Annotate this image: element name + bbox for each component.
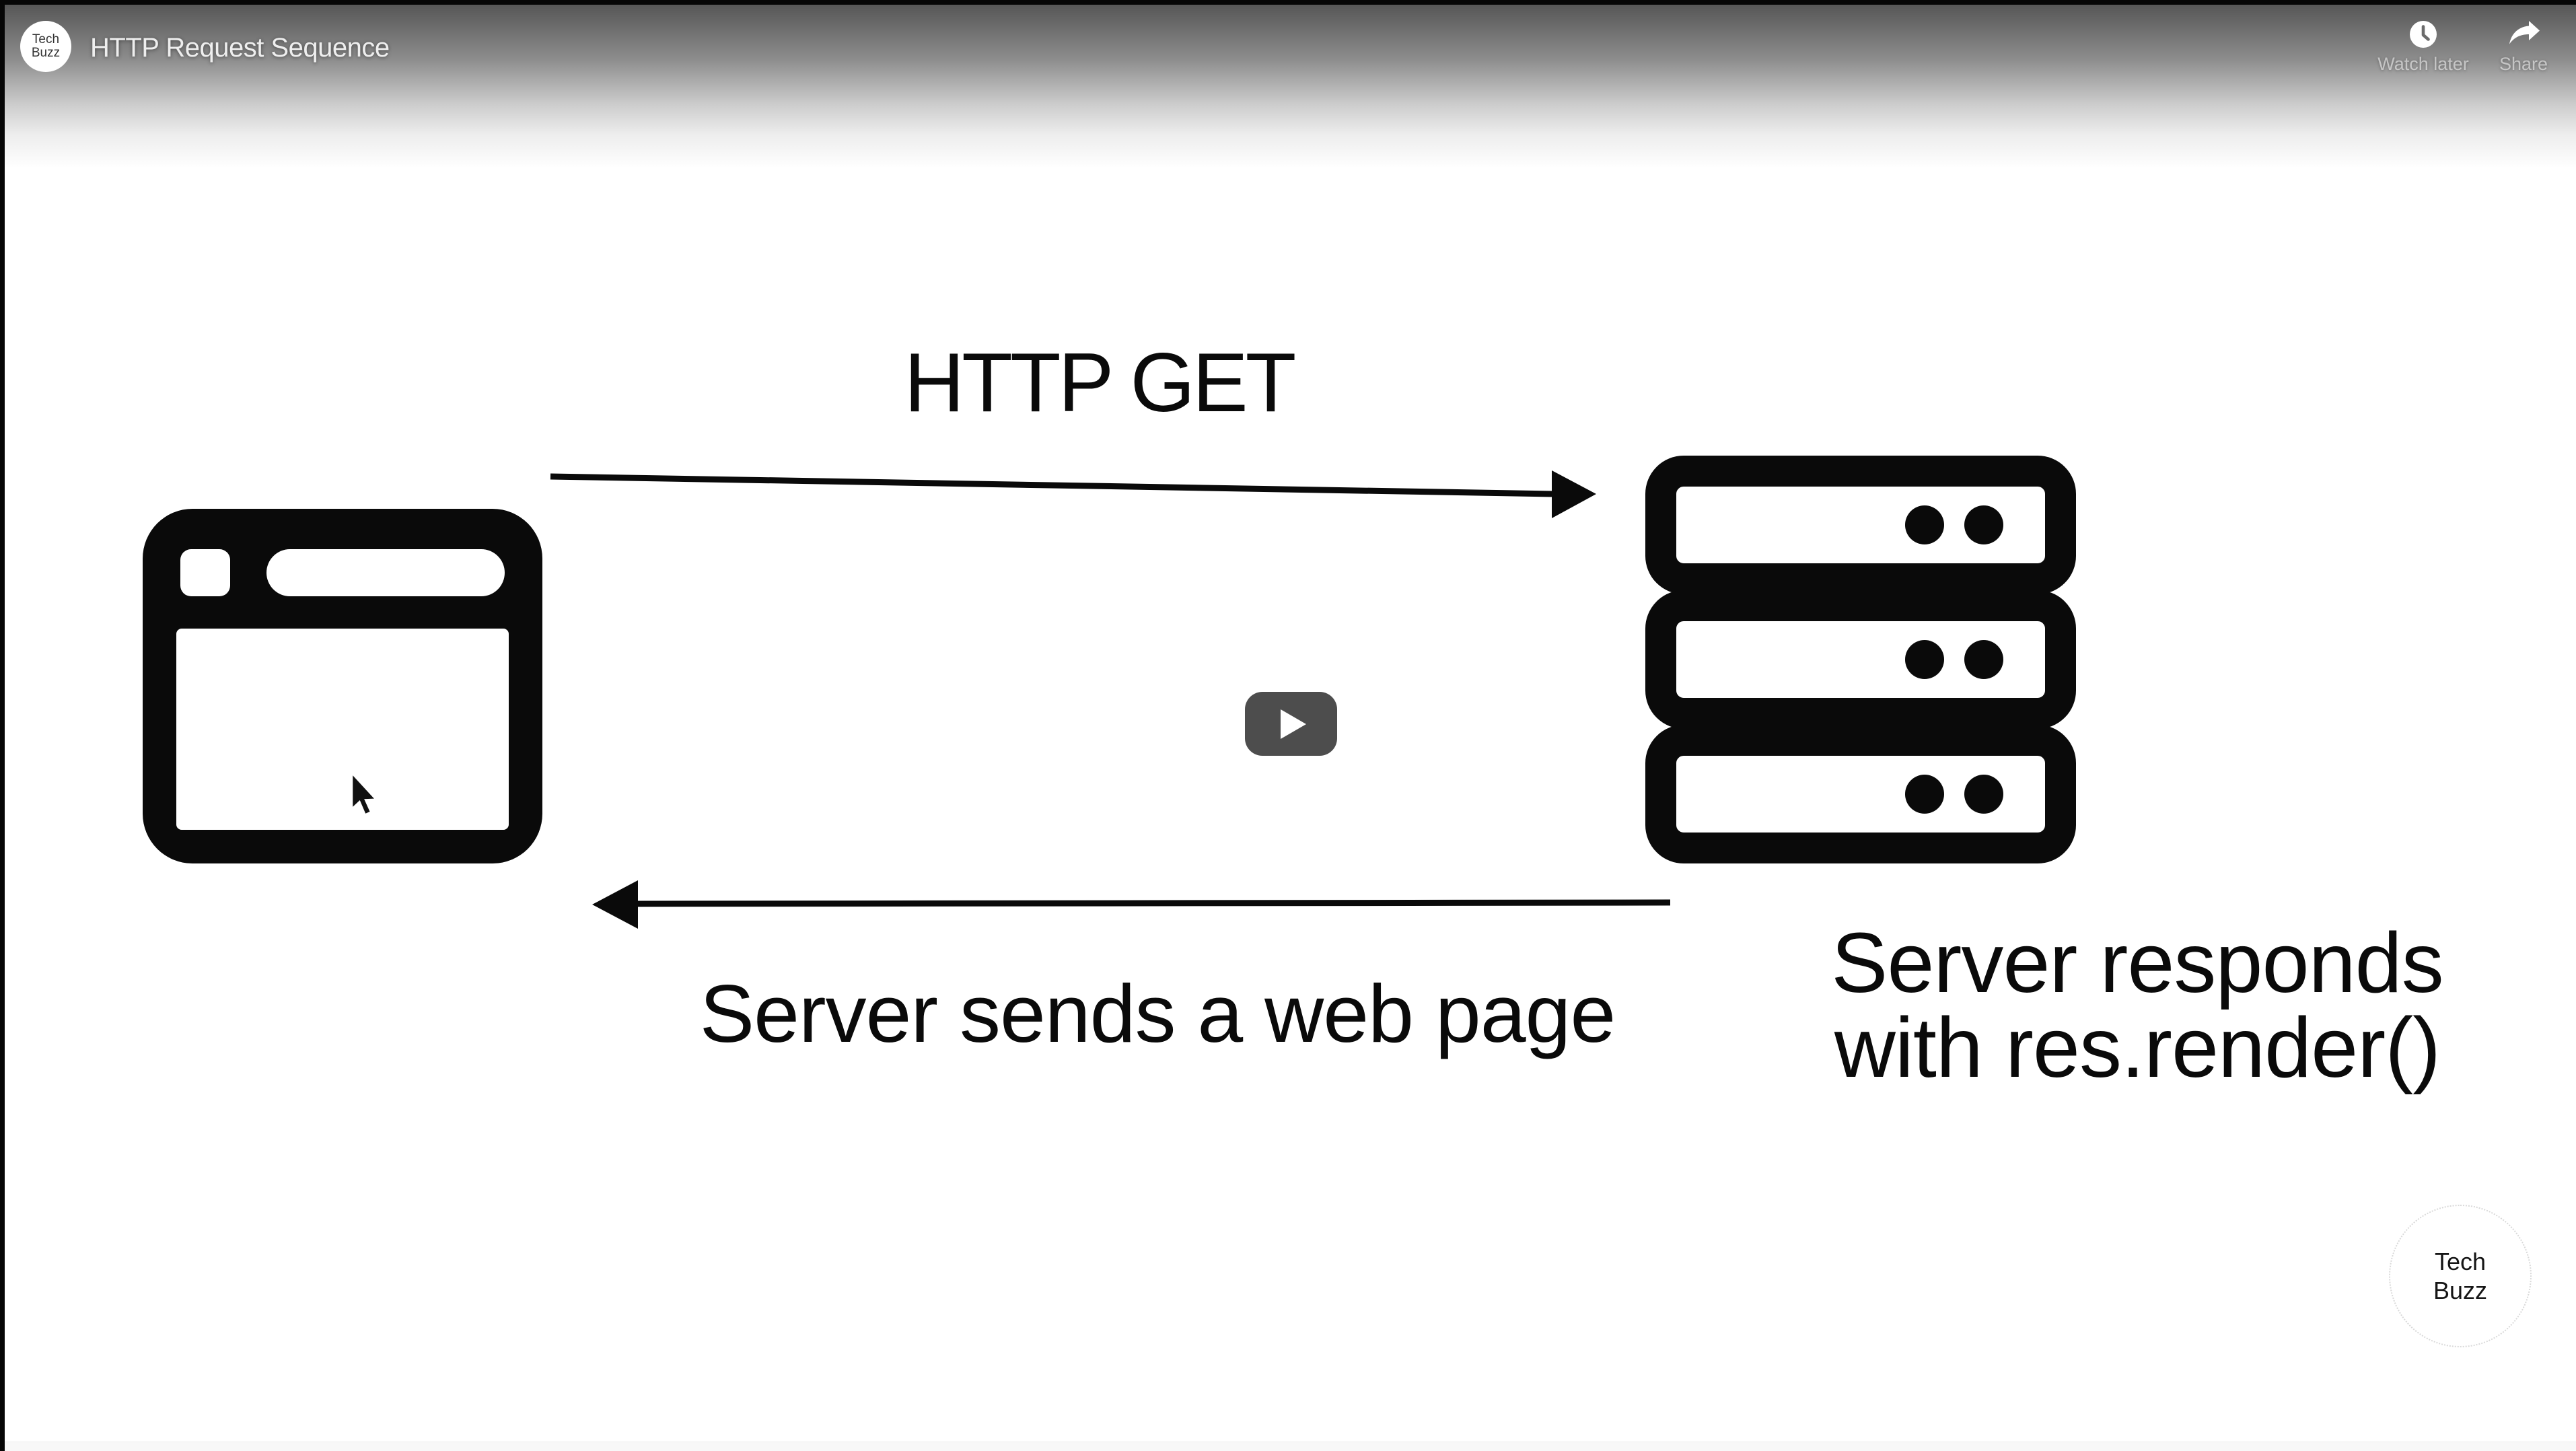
avatar-line2: Buzz [31, 46, 61, 60]
channel-watermark[interactable]: Tech Buzz [2389, 1205, 2532, 1347]
share-label: Share [2499, 54, 2548, 74]
share-button[interactable]: Share [2460, 19, 2576, 73]
browser-window-icon [143, 509, 542, 863]
clock-icon [2408, 19, 2438, 50]
mouse-cursor [351, 771, 378, 816]
request-arrow [550, 470, 1596, 518]
watermark-line2: Buzz [2433, 1277, 2488, 1304]
frame-bottom-strip [0, 1442, 2576, 1451]
video-title[interactable]: HTTP Request Sequence [90, 33, 390, 63]
channel-avatar[interactable]: Tech Buzz [20, 21, 71, 72]
request-arrow-label: HTTP GET [904, 337, 1297, 429]
frame-edge-left [0, 0, 5, 1451]
watermark-line1: Tech [2434, 1248, 2486, 1275]
server-rack-icon [1645, 456, 2076, 863]
play-triangle-icon [1280, 709, 1306, 739]
share-arrow-icon [2507, 19, 2540, 50]
server-note-line1: Server responds [1831, 915, 2443, 1010]
avatar-line1: Tech [32, 32, 60, 46]
play-button[interactable] [1245, 692, 1337, 756]
watch-later-label: Watch later [2377, 54, 2469, 74]
response-arrow [592, 880, 1671, 929]
response-arrow-label: Server sends a web page [699, 968, 1616, 1059]
server-note-line2: with res.render() [1834, 1000, 2441, 1095]
player-header: Tech Buzz HTTP Request Sequence Watch la… [0, 0, 2576, 168]
frame-edge-top [0, 0, 2576, 5]
